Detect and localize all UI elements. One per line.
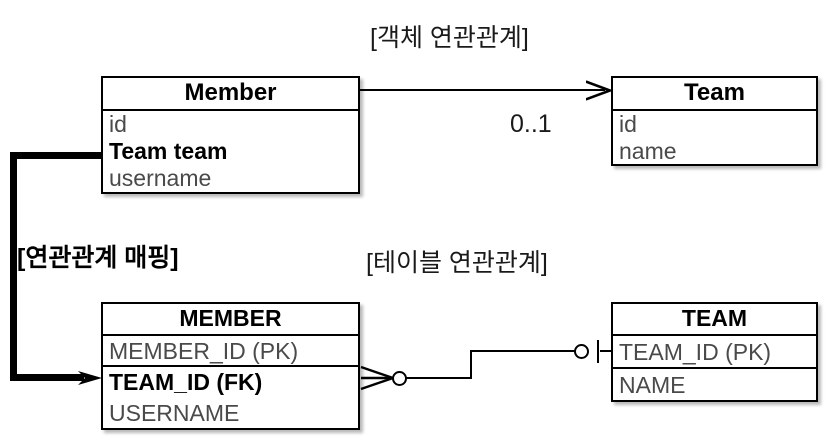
class-box-team-fields: id name	[613, 111, 816, 165]
relationship-segment-right	[470, 350, 583, 352]
table-box-team-columns: TEAM_ID (PK) NAME	[613, 336, 816, 402]
table-box-team-title: TEAM	[613, 304, 816, 336]
mapping-arrowhead-icon	[78, 371, 102, 385]
relationship-segment-vertical	[470, 350, 472, 379]
association-line	[360, 89, 605, 91]
field-team-id: id	[619, 111, 637, 137]
field-member-username: username	[109, 165, 212, 191]
table-box-team: TEAM TEAM_ID (PK) NAME	[611, 302, 818, 402]
field-member-id: id	[109, 111, 127, 137]
caption-table-association: [테이블 연관관계]	[366, 249, 548, 277]
column-member-username: USERNAME	[109, 400, 240, 426]
field-member-team: Team team	[109, 138, 228, 164]
column-member-id-pk: MEMBER_ID (PK)	[103, 336, 358, 367]
relationship-segment-team-stub	[600, 350, 612, 352]
relationship-optional-circle-team-side	[574, 344, 589, 359]
table-box-member: MEMBER MEMBER_ID (PK) TEAM_ID (FK) USERN…	[101, 302, 360, 430]
column-team-name: NAME	[619, 372, 686, 398]
association-arrowhead-icon	[586, 80, 612, 101]
crows-foot-many-icon	[360, 365, 394, 391]
class-box-member: Member id Team team username	[101, 76, 360, 194]
relationship-optional-circle-member-side	[392, 371, 407, 386]
caption-object-association: [객체 연관관계]	[370, 24, 529, 52]
column-team-id-pk: TEAM_ID (PK)	[613, 336, 816, 369]
class-box-member-fields: id Team team username	[103, 111, 358, 192]
mapping-connector-left-segment	[10, 152, 17, 380]
relationship-segment-left	[406, 377, 472, 379]
table-box-member-columns: MEMBER_ID (PK) TEAM_ID (FK) USERNAME	[103, 336, 358, 429]
class-box-team-title: Team	[613, 78, 816, 111]
field-team-name: name	[619, 138, 677, 164]
caption-mapping: [연관관계 매핑]	[17, 244, 179, 272]
class-box-team: Team id name	[611, 76, 818, 166]
table-box-member-title: MEMBER	[103, 304, 358, 336]
relationship-one-tick-icon	[597, 340, 599, 363]
mapping-connector-bottom-segment	[10, 374, 84, 381]
mapping-connector-top-segment	[10, 152, 104, 159]
class-box-member-title: Member	[103, 78, 358, 111]
association-multiplicity-label: 0..1	[510, 110, 552, 138]
column-member-team-id-fk: TEAM_ID (FK)	[109, 369, 263, 395]
